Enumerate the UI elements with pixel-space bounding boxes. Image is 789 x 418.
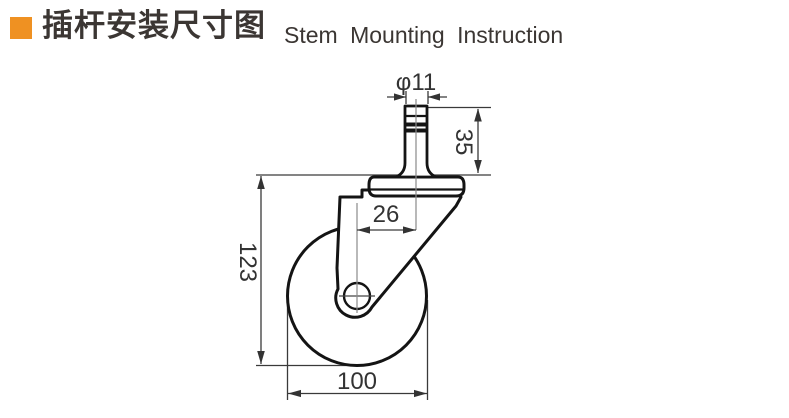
dim-label-swivel-offset: 26	[373, 201, 400, 228]
arrowhead-left-icon	[357, 226, 370, 234]
dim-label-mounting-height: 123	[234, 242, 261, 282]
dim-label-wheel-diameter: 100	[337, 368, 377, 395]
arrowhead-left-icon	[288, 389, 301, 398]
extension-lines	[256, 91, 491, 400]
dim-label-stem-diameter: φ11	[396, 69, 436, 96]
dim-mounting-height: 123	[234, 176, 265, 364]
arrowhead-right-icon	[414, 389, 427, 398]
dim-swivel-offset: 26	[357, 201, 416, 234]
arrowhead-down-icon	[257, 351, 265, 364]
dim-stem-length: 35	[450, 108, 482, 173]
dim-label-stem-length: 35	[450, 129, 477, 156]
arrowhead-up-icon	[474, 108, 482, 122]
arrowhead-right-icon	[394, 93, 406, 101]
arrowhead-left-icon	[428, 93, 440, 101]
accent-square	[10, 17, 32, 39]
page-title-chinese: 插杆安装尺寸图	[42, 8, 266, 43]
fork-outline	[334, 188, 463, 319]
centerlines	[356, 99, 417, 313]
dim-stem-diameter: φ11	[387, 69, 447, 101]
arrowhead-down-icon	[474, 160, 482, 173]
page-title-english: Stem Mounting Instruction	[284, 22, 564, 48]
accent-square-icon	[10, 17, 32, 39]
arrowhead-right-icon	[403, 226, 416, 234]
dim-wheel-diameter: 100	[288, 368, 427, 398]
arrowhead-up-icon	[257, 176, 265, 189]
